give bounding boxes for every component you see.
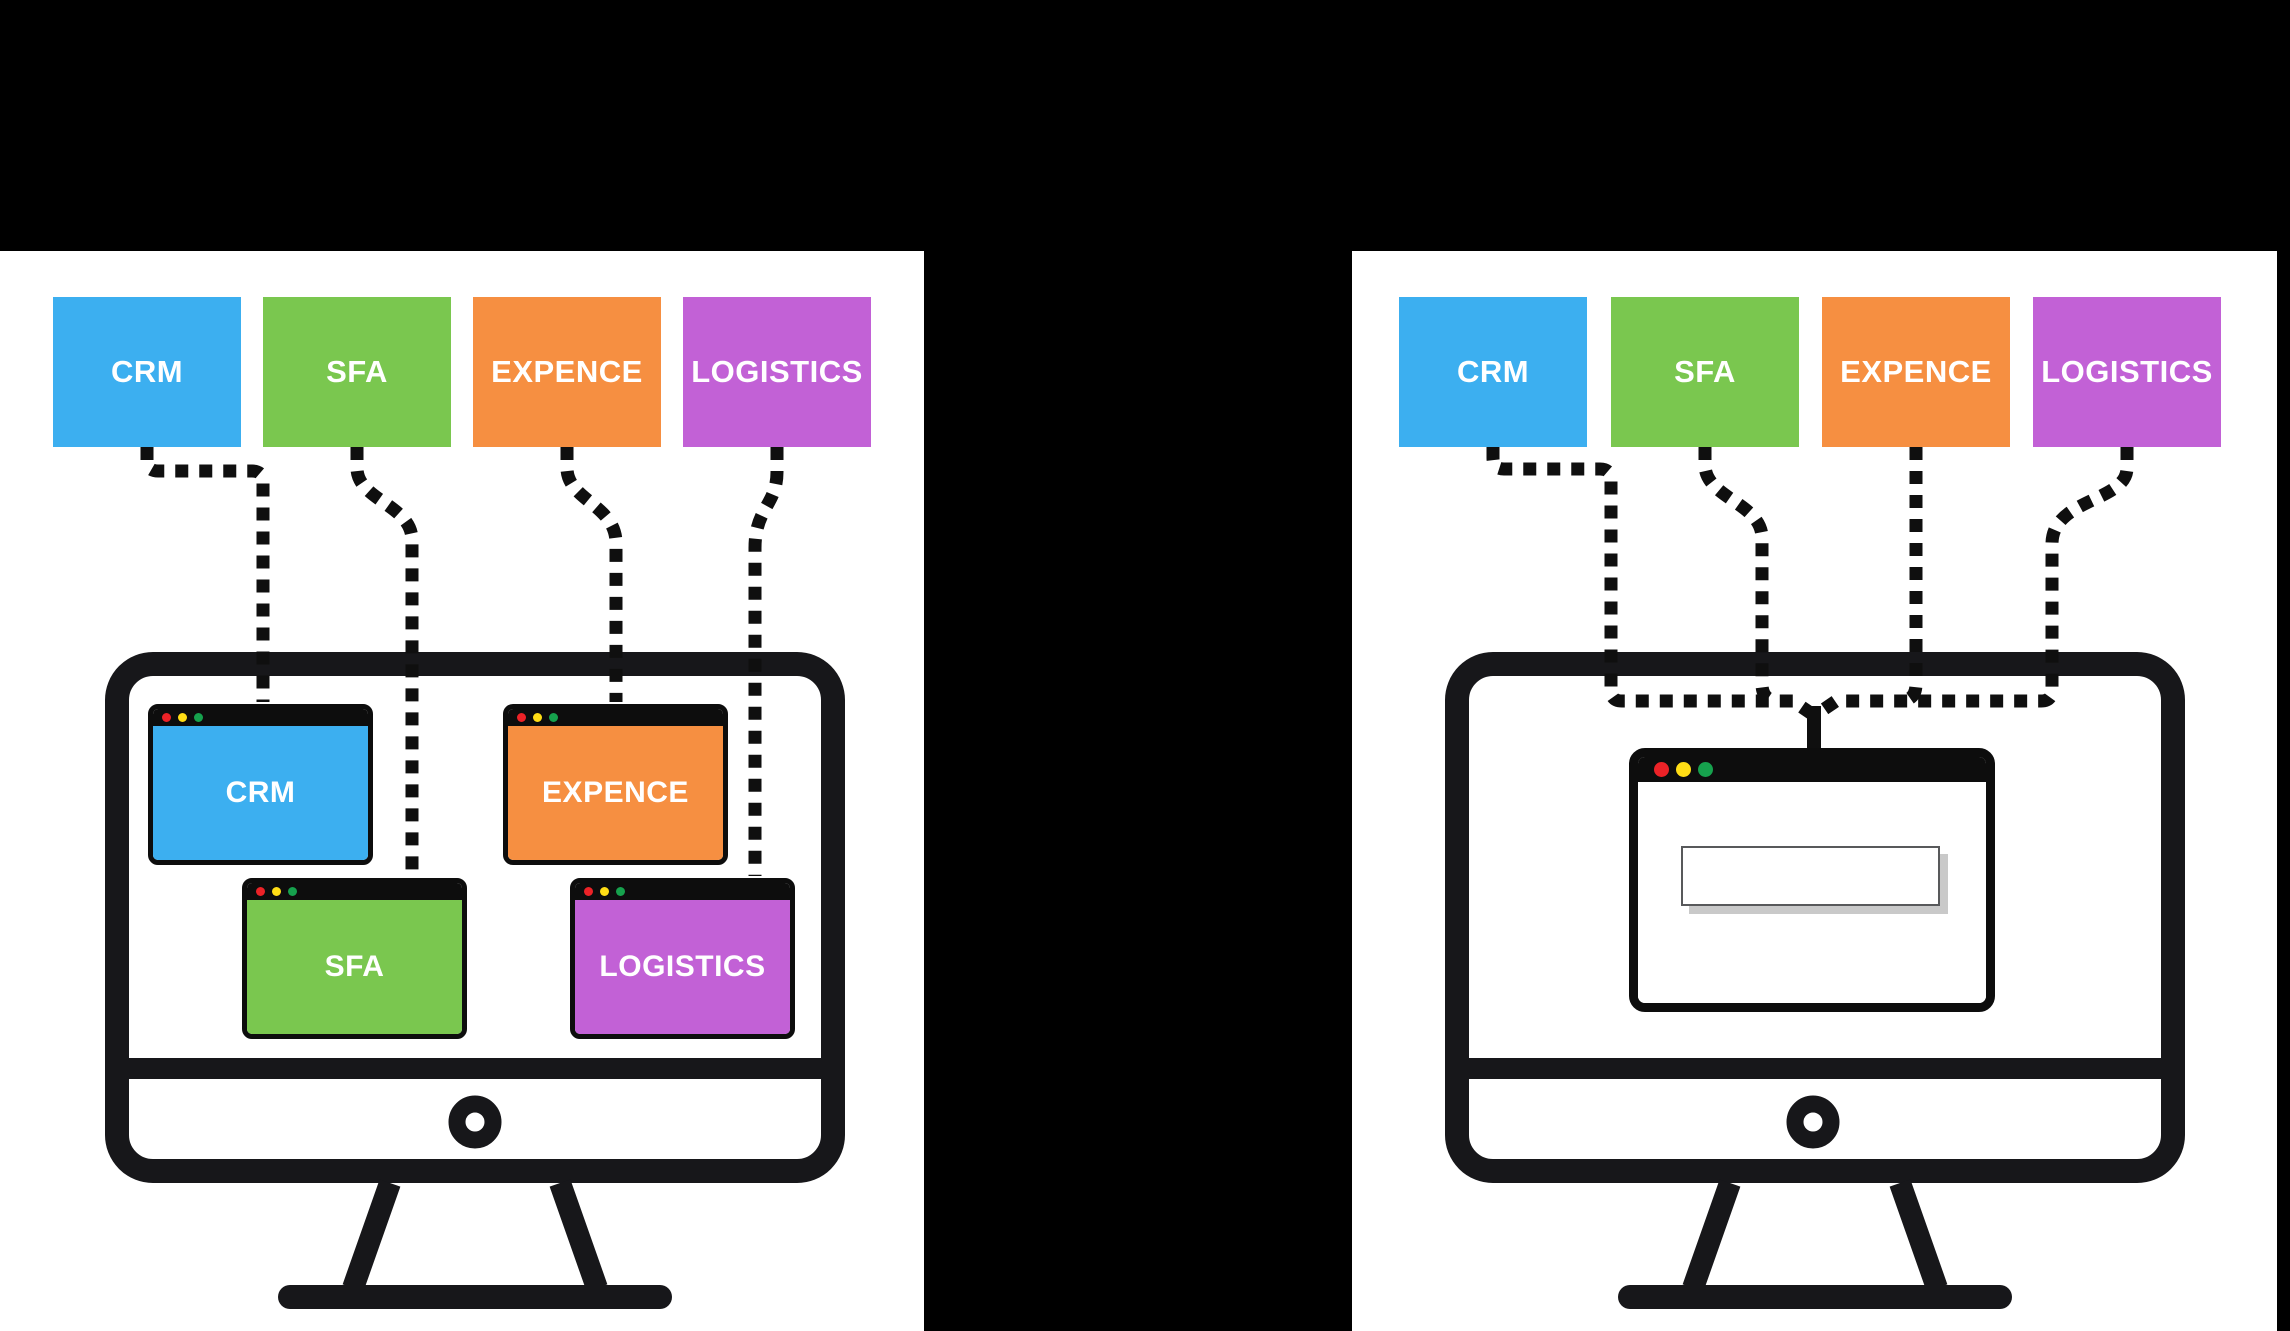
red-dot-icon bbox=[584, 887, 593, 896]
yellow-dot-icon bbox=[1676, 762, 1691, 777]
red-dot-icon bbox=[256, 887, 265, 896]
source-box-label: SFA bbox=[1674, 354, 1736, 389]
source-box-label: EXPENCE bbox=[491, 354, 643, 389]
green-dot-icon bbox=[288, 887, 297, 896]
unified-app-window bbox=[1629, 748, 1995, 1012]
app-window-sfa: SFA bbox=[242, 878, 467, 1039]
green-dot-icon bbox=[194, 713, 203, 722]
red-dot-icon bbox=[1654, 762, 1669, 777]
app-window-expence: EXPENCE bbox=[503, 704, 728, 865]
source-box-label: EXPENCE bbox=[1840, 354, 1992, 389]
yellow-dot-icon bbox=[178, 713, 187, 722]
unified-input-field[interactable] bbox=[1681, 846, 1940, 906]
window-body bbox=[1638, 782, 1986, 1003]
source-box-expence-left: EXPENCE bbox=[473, 297, 661, 447]
window-titlebar bbox=[575, 883, 790, 900]
yellow-dot-icon bbox=[600, 887, 609, 896]
source-box-crm-left: CRM bbox=[53, 297, 241, 447]
red-dot-icon bbox=[517, 713, 526, 722]
window-titlebar bbox=[1638, 757, 1986, 782]
window-label: SFA bbox=[324, 950, 385, 983]
source-box-sfa-right: SFA bbox=[1611, 297, 1799, 447]
source-box-label: SFA bbox=[326, 354, 388, 389]
source-box-logistics-right: LOGISTICS bbox=[2033, 297, 2221, 447]
window-titlebar bbox=[508, 709, 723, 726]
source-box-crm-right: CRM bbox=[1399, 297, 1587, 447]
window-body: EXPENCE bbox=[508, 726, 723, 860]
window-label: EXPENCE bbox=[542, 776, 689, 809]
source-box-sfa-left: SFA bbox=[263, 297, 451, 447]
window-titlebar bbox=[247, 883, 462, 900]
red-dot-icon bbox=[162, 713, 171, 722]
green-dot-icon bbox=[1698, 762, 1713, 777]
source-box-expence-right: EXPENCE bbox=[1822, 297, 2010, 447]
window-label: CRM bbox=[225, 776, 296, 809]
window-label: LOGISTICS bbox=[599, 950, 766, 983]
source-box-logistics-left: LOGISTICS bbox=[683, 297, 871, 447]
yellow-dot-icon bbox=[272, 887, 281, 896]
green-dot-icon bbox=[616, 887, 625, 896]
app-window-crm: CRM bbox=[148, 704, 373, 865]
source-box-label: LOGISTICS bbox=[691, 354, 863, 389]
window-body: CRM bbox=[153, 726, 368, 860]
source-box-label: LOGISTICS bbox=[2041, 354, 2213, 389]
app-window-logistics: LOGISTICS bbox=[570, 878, 795, 1039]
yellow-dot-icon bbox=[533, 713, 542, 722]
window-body: SFA bbox=[247, 900, 462, 1034]
window-body: LOGISTICS bbox=[575, 900, 790, 1034]
source-box-label: CRM bbox=[110, 354, 184, 389]
green-dot-icon bbox=[549, 713, 558, 722]
window-titlebar bbox=[153, 709, 368, 726]
source-box-label: CRM bbox=[1456, 354, 1530, 389]
